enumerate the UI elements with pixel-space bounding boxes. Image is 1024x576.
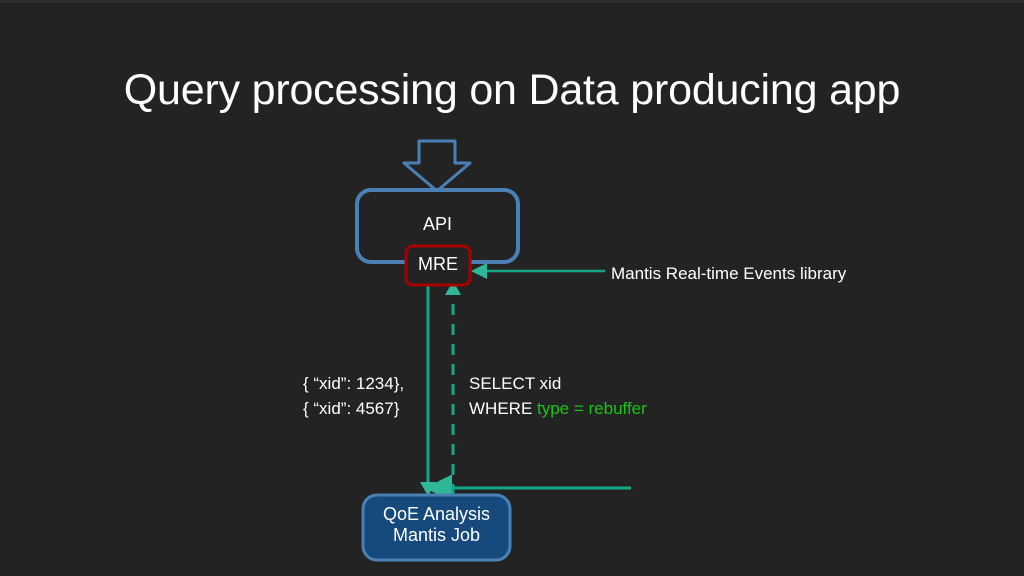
query-label-line-2: WHERE type = rebuffer — [469, 397, 647, 422]
page-title: Query processing on Data producing app — [123, 66, 901, 114]
mre-node-label: MRE — [418, 254, 458, 274]
slide-top-strip — [0, 0, 1024, 3]
query-predicate-highlight: type = rebuffer — [537, 398, 647, 418]
query-label-line-1: SELECT xid — [469, 374, 562, 393]
qoe-label-line-2: Mantis Job — [392, 525, 481, 546]
qoe-analysis-node[interactable] — [361, 493, 512, 562]
api-node-label: API — [422, 214, 452, 234]
mre-node[interactable] — [404, 244, 472, 287]
mre-callout-connector — [471, 263, 605, 279]
query-keyword-where: WHERE — [469, 398, 537, 418]
query-subscription-label: SELECT xid WHERE type = rebuffer — [469, 372, 647, 421]
qoe-analysis-node-label: QoE Analysis Mantis Job — [363, 504, 510, 546]
events-stream-label-line-1: { “xid”: 1234}, — [303, 374, 405, 393]
incoming-requests-arrow — [402, 139, 472, 193]
events-stream-connector — [420, 285, 631, 502]
mre-callout-label: Mantis Real-time Events library — [611, 264, 847, 283]
events-stream-label-line-2: { “xid”: 4567} — [303, 398, 400, 418]
query-subscription-connector — [445, 281, 461, 495]
events-stream-label: { “xid”: 1234}, { “xid”: 4567} — [303, 372, 404, 421]
qoe-label-line-1: QoE Analysis — [382, 504, 491, 524]
